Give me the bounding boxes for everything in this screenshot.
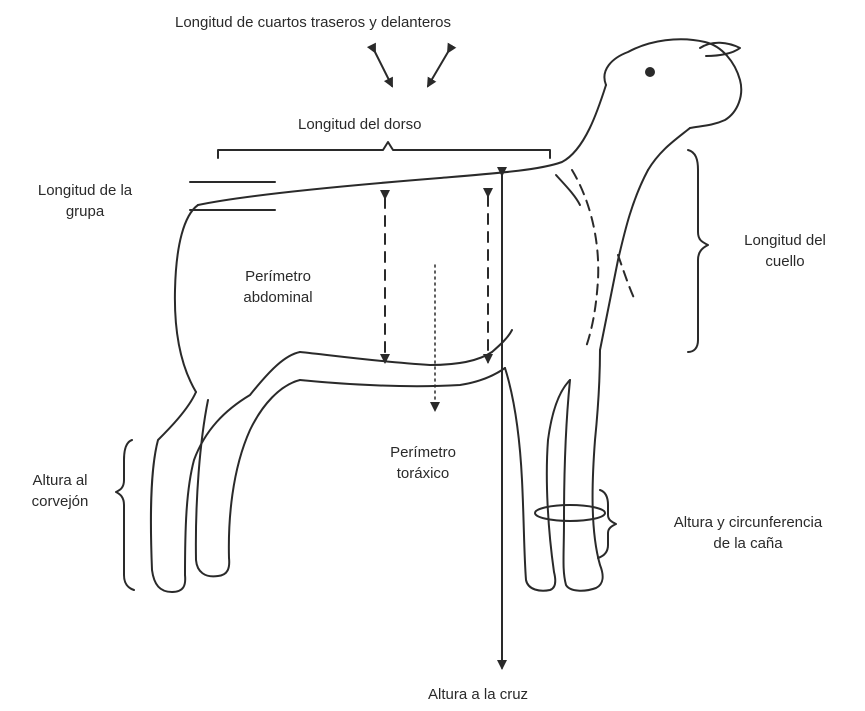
neck-length-label: Longitud del cuello (720, 230, 850, 272)
thoracic-perimeter-label: Perímetro toráxico (368, 442, 478, 484)
sheep-eye (646, 68, 654, 76)
rump-length-label: Longitud de la grupa (10, 180, 160, 222)
quarters-arrow-left (375, 52, 392, 86)
cannon-circumference-ring (535, 505, 605, 521)
sheep-fore-leg-front (564, 350, 603, 591)
cannon-height-circumference-label: Altura y circunferencia de la caña (638, 512, 858, 554)
sheep-head (604, 39, 741, 128)
sheep-neck-front (648, 128, 690, 170)
sheep-hind-leg-inner (196, 380, 300, 576)
sheep-rump-outline (175, 205, 198, 392)
sheep-chest (600, 170, 648, 350)
cannon-height-bracket (598, 490, 616, 558)
quarters-arrow-right (428, 52, 448, 86)
sheep-back-outline (198, 85, 606, 205)
sheep-fore-leg-rear (505, 368, 570, 591)
withers-height-label: Altura a la cruz (428, 684, 528, 705)
back-length-label: Longitud del dorso (298, 114, 421, 135)
neck-length-bracket (688, 150, 708, 352)
abdominal-perimeter-label: Perímetro abdominal (228, 266, 328, 308)
sheep-hind-leg-front-back (185, 352, 300, 575)
sheep-brisket-dashed (618, 255, 635, 300)
hind-fore-quarters-length-label: Longitud de cuartos traseros y delantero… (175, 12, 451, 33)
hock-height-label: Altura al corvejón (10, 470, 110, 512)
sheep-belly-lower (300, 368, 505, 386)
back-length-bracket (218, 142, 550, 158)
hock-height-bracket (116, 440, 134, 590)
sheep-belly (300, 330, 512, 365)
